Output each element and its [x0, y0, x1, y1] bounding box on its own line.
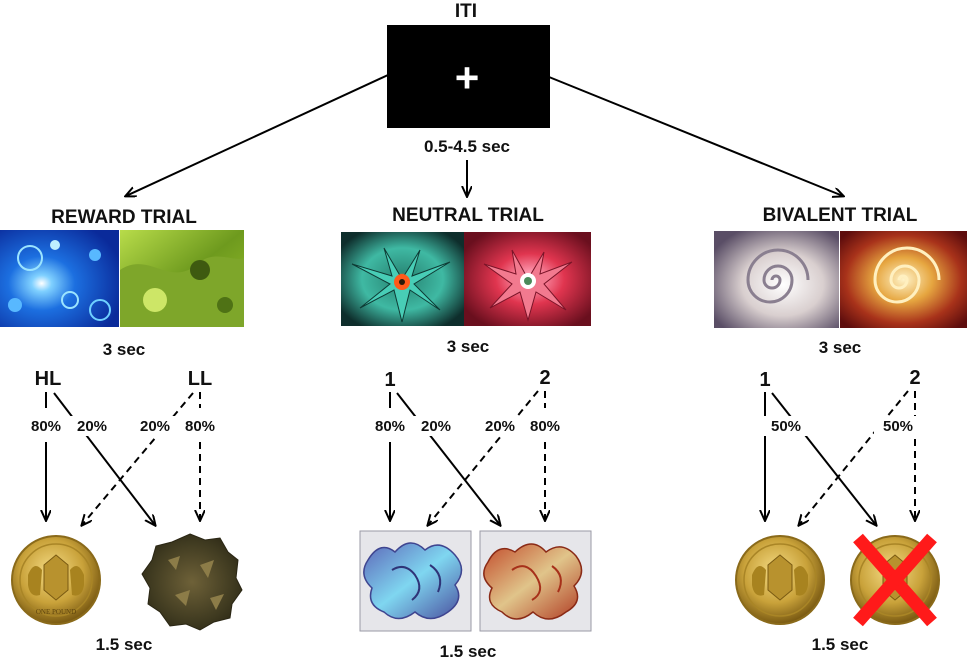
reward-choice-ll: LL — [188, 368, 212, 390]
iti-title: ITI — [455, 1, 477, 22]
neutral-arrow-2-to-blue — [428, 390, 539, 525]
neutral-choice-2: 2 — [539, 367, 550, 389]
neutral-trial-title: NEUTRAL TRIAL — [392, 205, 544, 226]
arrow-iti-to-reward — [126, 74, 389, 196]
neutral-cue-image-right — [464, 232, 591, 326]
bivalent-arrow-2-to-coin — [799, 390, 909, 525]
bivalent-outcome-duration: 1.5 sec — [812, 635, 869, 654]
reward-prob-ll-coin: 20% — [140, 418, 170, 435]
bivalent-choice-2: 2 — [909, 367, 920, 389]
pound-coin-icon: ONE POUND — [11, 535, 101, 625]
reward-prob-ll-scrap: 80% — [185, 418, 215, 435]
neutral-prob-1-blue: 80% — [375, 418, 405, 435]
coin-inscription: ONE POUND — [36, 608, 76, 616]
neutral-prob-1-red: 20% — [421, 418, 451, 435]
neutral-prob-2-red: 80% — [530, 418, 560, 435]
neutral-cue-duration: 3 sec — [447, 337, 490, 356]
reward-prob-hl-coin: 80% — [31, 418, 61, 435]
neutral-arrow-1-to-red — [396, 392, 500, 525]
reward-arrow-ll-to-coin — [82, 392, 194, 525]
red-puzzle-icon — [479, 530, 592, 632]
blue-puzzle-icon — [359, 530, 472, 632]
pound-coin-icon — [735, 535, 825, 625]
bivalent-arrow-1-to-cross — [771, 392, 876, 525]
bivalent-prob-1: 50% — [771, 418, 801, 435]
scrap-coin-icon — [141, 533, 243, 631]
reward-trial-title: REWARD TRIAL — [51, 207, 197, 228]
reward-cue-image-right — [120, 230, 244, 327]
reward-choice-hl: HL — [35, 368, 62, 390]
bivalent-trial-title: BIVALENT TRIAL — [763, 205, 918, 226]
iti-duration: 0.5-4.5 sec — [424, 137, 510, 156]
reward-arrow-hl-to-scrap — [53, 392, 155, 525]
reward-cue-duration: 3 sec — [103, 340, 146, 359]
reward-cue-image-left — [0, 230, 119, 327]
neutral-prob-2-blue: 20% — [485, 418, 515, 435]
bivalent-cue-image-right — [840, 231, 967, 328]
bivalent-choice-1: 1 — [759, 369, 770, 391]
bivalent-prob-2: 50% — [883, 418, 913, 435]
arrow-iti-to-bivalent — [548, 76, 843, 196]
reward-prob-hl-scrap: 20% — [77, 418, 107, 435]
fixation-cross-icon: + — [455, 54, 480, 101]
reward-outcome-duration: 1.5 sec — [96, 635, 153, 654]
neutral-choice-1: 1 — [384, 369, 395, 391]
bivalent-cue-image-left — [714, 231, 839, 328]
crossed-coin-icon — [850, 533, 940, 627]
iti-screen — [387, 25, 550, 128]
bivalent-cue-duration: 3 sec — [819, 338, 862, 357]
neutral-outcome-duration: 1.5 sec — [440, 642, 497, 661]
neutral-cue-image-left — [341, 232, 464, 326]
